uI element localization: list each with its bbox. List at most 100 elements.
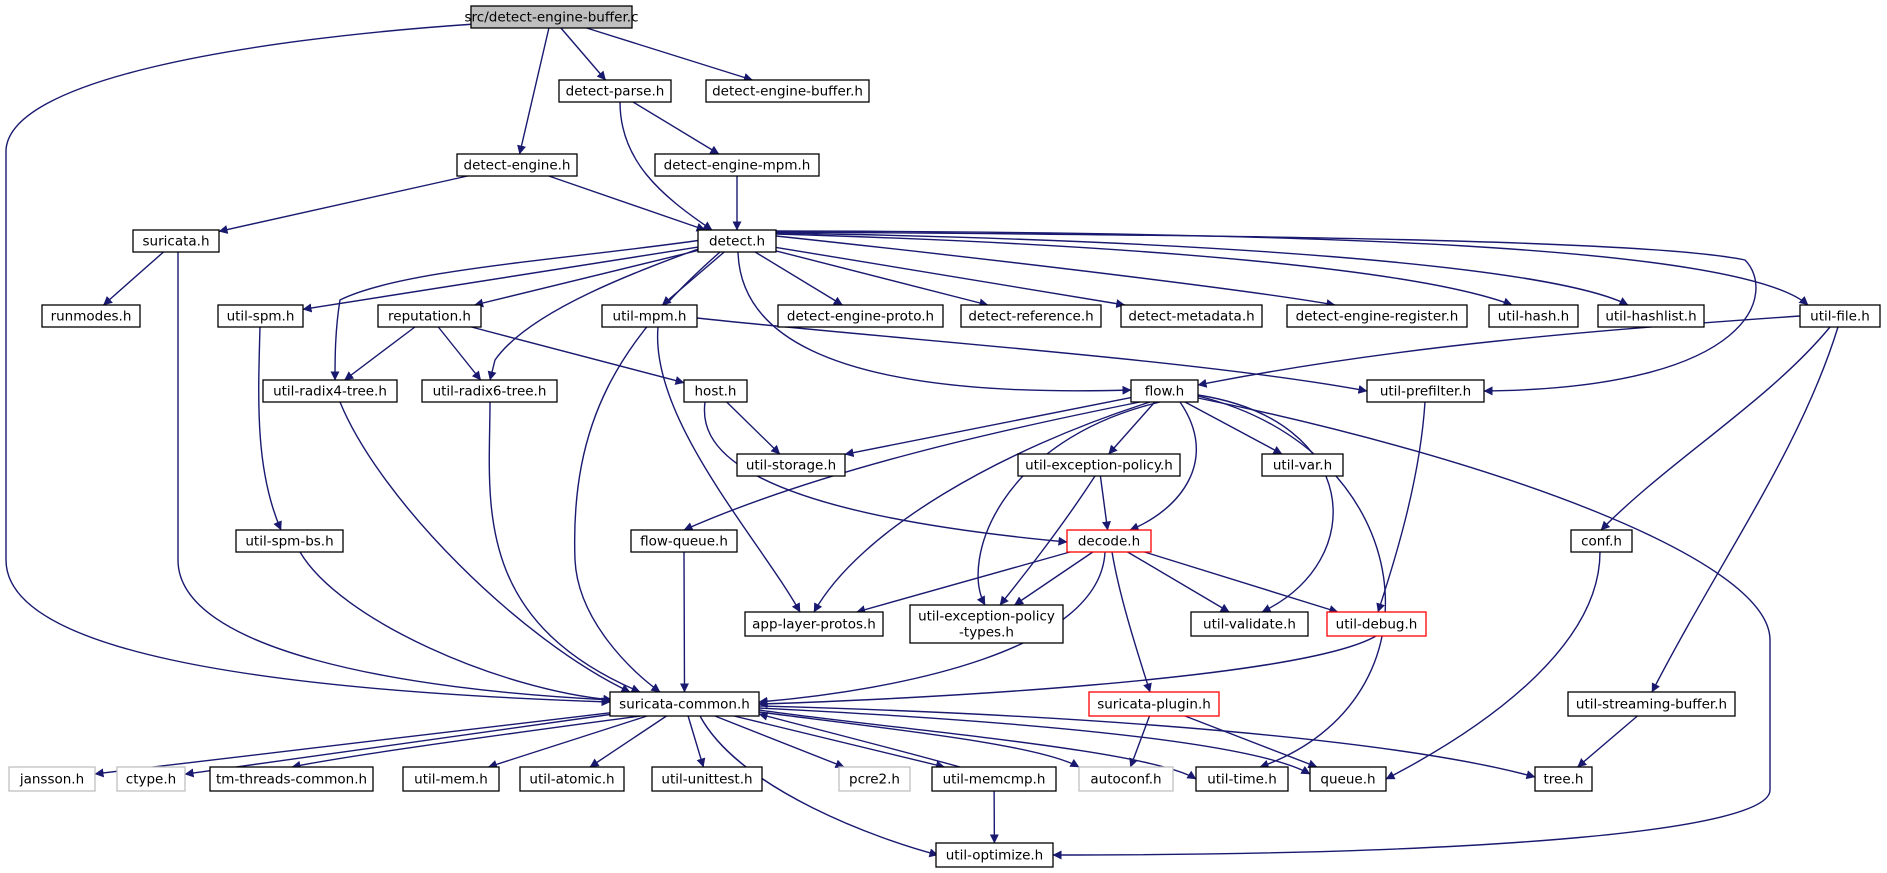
node-util-spm-bs[interactable]: util-spm-bs.h: [235, 529, 344, 553]
node-reputation[interactable]: reputation.h: [377, 304, 482, 328]
node-box: [558, 79, 672, 103]
node-detect-h[interactable]: detect.h: [697, 229, 777, 253]
node-box: [651, 766, 763, 792]
node-label: host.h: [695, 384, 737, 400]
edge-detect-h-to-detect-engine-proto: [754, 251, 843, 306]
node-box: [1130, 379, 1199, 403]
node-label: util-optimize.h: [946, 848, 1044, 864]
node-util-radix4[interactable]: util-radix4-tree.h: [262, 379, 398, 403]
node-util-var[interactable]: util-var.h: [1261, 453, 1344, 477]
node-conf[interactable]: conf.h: [1570, 529, 1633, 553]
node-box: [1190, 611, 1309, 637]
node-box: [935, 842, 1054, 868]
edge-host-to-util-storage: [726, 401, 781, 455]
edge-root-to-deb-h: [586, 27, 753, 82]
node-label: detect-engine-buffer.h: [712, 84, 863, 100]
node-tm-threads-common[interactable]: tm-threads-common.h: [209, 766, 374, 792]
node-box: [116, 766, 186, 792]
edge-util-file-to-util-streaming-buffer: [1651, 326, 1839, 693]
node-flow[interactable]: flow.h: [1130, 379, 1199, 403]
node-label: app-layer-protos.h: [752, 617, 876, 633]
node-box: [41, 304, 141, 328]
node-box: [697, 229, 777, 253]
edge-suricata-common-to-ctype: [184, 713, 611, 778]
edge-reputation-to-util-radix6: [437, 326, 482, 381]
node-root[interactable]: src/detect-engine-buffer.c: [465, 5, 639, 29]
edge-util-exception-policy-to-decode: [1099, 475, 1111, 531]
node-suricata-common[interactable]: suricata-common.h: [609, 691, 760, 717]
node-label: flow-queue.h: [640, 534, 728, 550]
node-util-optimize[interactable]: util-optimize.h: [935, 842, 1054, 868]
node-box: [1567, 691, 1736, 717]
node-suricata-plugin[interactable]: suricata-plugin.h: [1088, 691, 1220, 717]
node-box: [1799, 304, 1881, 328]
node-util-prefilter[interactable]: util-prefilter.h: [1366, 379, 1485, 403]
node-queue[interactable]: queue.h: [1309, 766, 1387, 792]
node-runmodes[interactable]: runmodes.h: [41, 304, 141, 328]
edge-detect-h-to-util-prefilter: [775, 231, 1757, 396]
node-label: util-var.h: [1273, 458, 1332, 474]
node-util-storage[interactable]: util-storage.h: [736, 453, 846, 477]
node-util-memcmp[interactable]: util-memcmp.h: [931, 766, 1057, 792]
edge-detect-h-to-util-mpm: [661, 251, 725, 306]
edge-root-to-detect-engine: [517, 27, 550, 155]
node-box: [909, 604, 1064, 644]
node-util-streaming-buffer[interactable]: util-streaming-buffer.h: [1567, 691, 1736, 717]
node-util-radix6[interactable]: util-radix6-tree.h: [421, 379, 558, 403]
node-box: [235, 529, 344, 553]
node-uep-types[interactable]: util-exception-policy-types.h: [909, 604, 1064, 644]
node-box: [1078, 766, 1174, 792]
node-util-validate[interactable]: util-validate.h: [1190, 611, 1309, 637]
node-util-hashlist[interactable]: util-hashlist.h: [1597, 304, 1705, 328]
node-detect-parse[interactable]: detect-parse.h: [558, 79, 672, 103]
nodes-layer: src/detect-engine-buffer.c detect-parse.h…: [8, 5, 1881, 868]
node-detect-reference[interactable]: detect-reference.h: [960, 304, 1102, 328]
node-label: -types.h: [959, 625, 1014, 641]
edge-flow-queue-to-suricata-common: [679, 551, 689, 693]
edge-decode-to-util-debug: [1144, 551, 1339, 614]
node-decode[interactable]: decode.h: [1066, 529, 1152, 553]
node-util-time[interactable]: util-time.h: [1195, 766, 1289, 792]
node-label: suricata.h: [143, 234, 210, 250]
node-detect-engine[interactable]: detect-engine.h: [456, 153, 578, 177]
edge-decode-to-suricata-plugin: [1111, 551, 1152, 693]
node-util-debug[interactable]: util-debug.h: [1326, 611, 1427, 637]
node-label: util-streaming-buffer.h: [1576, 697, 1727, 713]
node-label: util-mem.h: [414, 772, 488, 788]
edge-suricata-common-to-jansson: [94, 712, 611, 778]
node-detect-metadata[interactable]: detect-metadata.h: [1120, 304, 1263, 328]
node-box: [601, 304, 698, 328]
node-detect-engine-proto[interactable]: detect-engine-proto.h: [777, 304, 944, 328]
edge-detect-h-to-detect-engine-register: [775, 235, 1336, 308]
node-suricata-h[interactable]: suricata.h: [132, 229, 220, 253]
node-tree[interactable]: tree.h: [1534, 766, 1593, 792]
node-util-spm[interactable]: util-spm.h: [217, 304, 304, 328]
node-detect-engine-register[interactable]: detect-engine-register.h: [1286, 304, 1468, 328]
node-app-layer-protos[interactable]: app-layer-protos.h: [744, 611, 884, 637]
node-label: util-file.h: [1810, 309, 1870, 325]
node-jansson: jansson.h: [8, 766, 96, 792]
edge-suricata-h-to-runmodes: [103, 251, 164, 306]
edge-util-file-to-flow: [1197, 315, 1801, 388]
edge-suricata-common-to-util-unittest: [687, 715, 706, 768]
node-util-exception-policy[interactable]: util-exception-policy.h: [1017, 453, 1181, 477]
node-label: suricata-common.h: [619, 697, 750, 713]
node-deb-h[interactable]: detect-engine-buffer.h: [705, 79, 870, 103]
edge-decode-to-app-layer-protos: [856, 551, 1071, 615]
node-util-mem[interactable]: util-mem.h: [402, 766, 500, 792]
node-label: detect-engine-proto.h: [787, 309, 934, 325]
node-util-file[interactable]: util-file.h: [1799, 304, 1881, 328]
edge-suricata-common-to-util-memcmp: [733, 715, 945, 770]
node-util-unittest[interactable]: util-unittest.h: [651, 766, 763, 792]
node-util-hash[interactable]: util-hash.h: [1488, 304, 1579, 328]
node-detect-engine-mpm[interactable]: detect-engine-mpm.h: [654, 153, 820, 177]
node-box: [683, 379, 748, 403]
edge-flow-to-flow-queue: [683, 401, 1141, 531]
edges-layer: [5, 23, 1839, 860]
node-util-atomic[interactable]: util-atomic.h: [519, 766, 625, 792]
edge-flow-to-util-time: [1197, 395, 1387, 769]
node-flow-queue[interactable]: flow-queue.h: [630, 529, 738, 553]
node-host[interactable]: host.h: [683, 379, 748, 403]
node-util-mpm[interactable]: util-mpm.h: [601, 304, 698, 328]
